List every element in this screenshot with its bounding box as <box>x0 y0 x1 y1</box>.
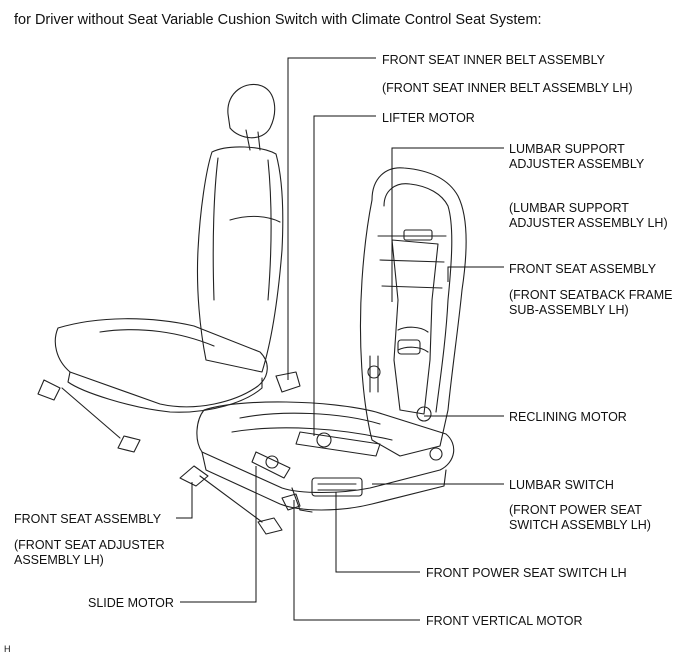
label-reclining-motor: RECLINING MOTOR <box>509 410 627 424</box>
seat-frame <box>196 401 455 494</box>
label-power-seat-switch-sub-line2: SWITCH ASSEMBLY LH) <box>509 518 651 532</box>
leader-lines <box>176 57 504 621</box>
label-front-vertical-motor: FRONT VERTICAL MOTOR <box>426 614 583 628</box>
label-lumbar-adjuster-sub-line2: ADJUSTER ASSEMBLY LH) <box>509 216 668 230</box>
label-lumbar-adjuster-sub-line1: (LUMBAR SUPPORT <box>509 201 629 215</box>
sheet-code: H <box>4 644 11 654</box>
label-seat-adjuster-line1: (FRONT SEAT ADJUSTER <box>14 538 165 552</box>
lumbar-support <box>391 239 439 415</box>
label-lumbar-adjuster-line2: ADJUSTER ASSEMBLY <box>509 157 645 171</box>
label-inner-belt-sub: (FRONT SEAT INNER BELT ASSEMBLY LH) <box>382 81 633 95</box>
seat-cushion <box>54 318 268 408</box>
diagram-heading: for Driver without Seat Variable Cushion… <box>14 12 542 28</box>
assembled-seat-drawing <box>37 84 301 453</box>
label-lumbar-switch: LUMBAR SWITCH <box>509 478 614 492</box>
frame-seat-drawing <box>179 167 467 535</box>
headrest <box>227 84 276 139</box>
label-inner-belt: FRONT SEAT INNER BELT ASSEMBLY <box>382 53 605 67</box>
label-power-seat-switch-sub-line1: (FRONT POWER SEAT <box>509 503 642 517</box>
seatback-frame <box>359 167 467 457</box>
power-seat-switch <box>311 477 363 497</box>
label-lifter-motor: LIFTER MOTOR <box>382 111 475 125</box>
label-slide-motor: SLIDE MOTOR <box>88 596 174 610</box>
label-seatback-frame-line1: (FRONT SEATBACK FRAME <box>509 288 673 302</box>
label-lumbar-adjuster-line1: LUMBAR SUPPORT <box>509 142 625 156</box>
seatback <box>196 146 284 373</box>
label-front-seat-assembly-right: FRONT SEAT ASSEMBLY <box>509 262 657 276</box>
label-front-power-seat-switch: FRONT POWER SEAT SWITCH LH <box>426 566 627 580</box>
label-front-seat-assembly-left: FRONT SEAT ASSEMBLY <box>14 512 162 526</box>
label-seatback-frame-line2: SUB-ASSEMBLY LH) <box>509 303 629 317</box>
label-seat-adjuster-line2: ASSEMBLY LH) <box>14 553 104 567</box>
